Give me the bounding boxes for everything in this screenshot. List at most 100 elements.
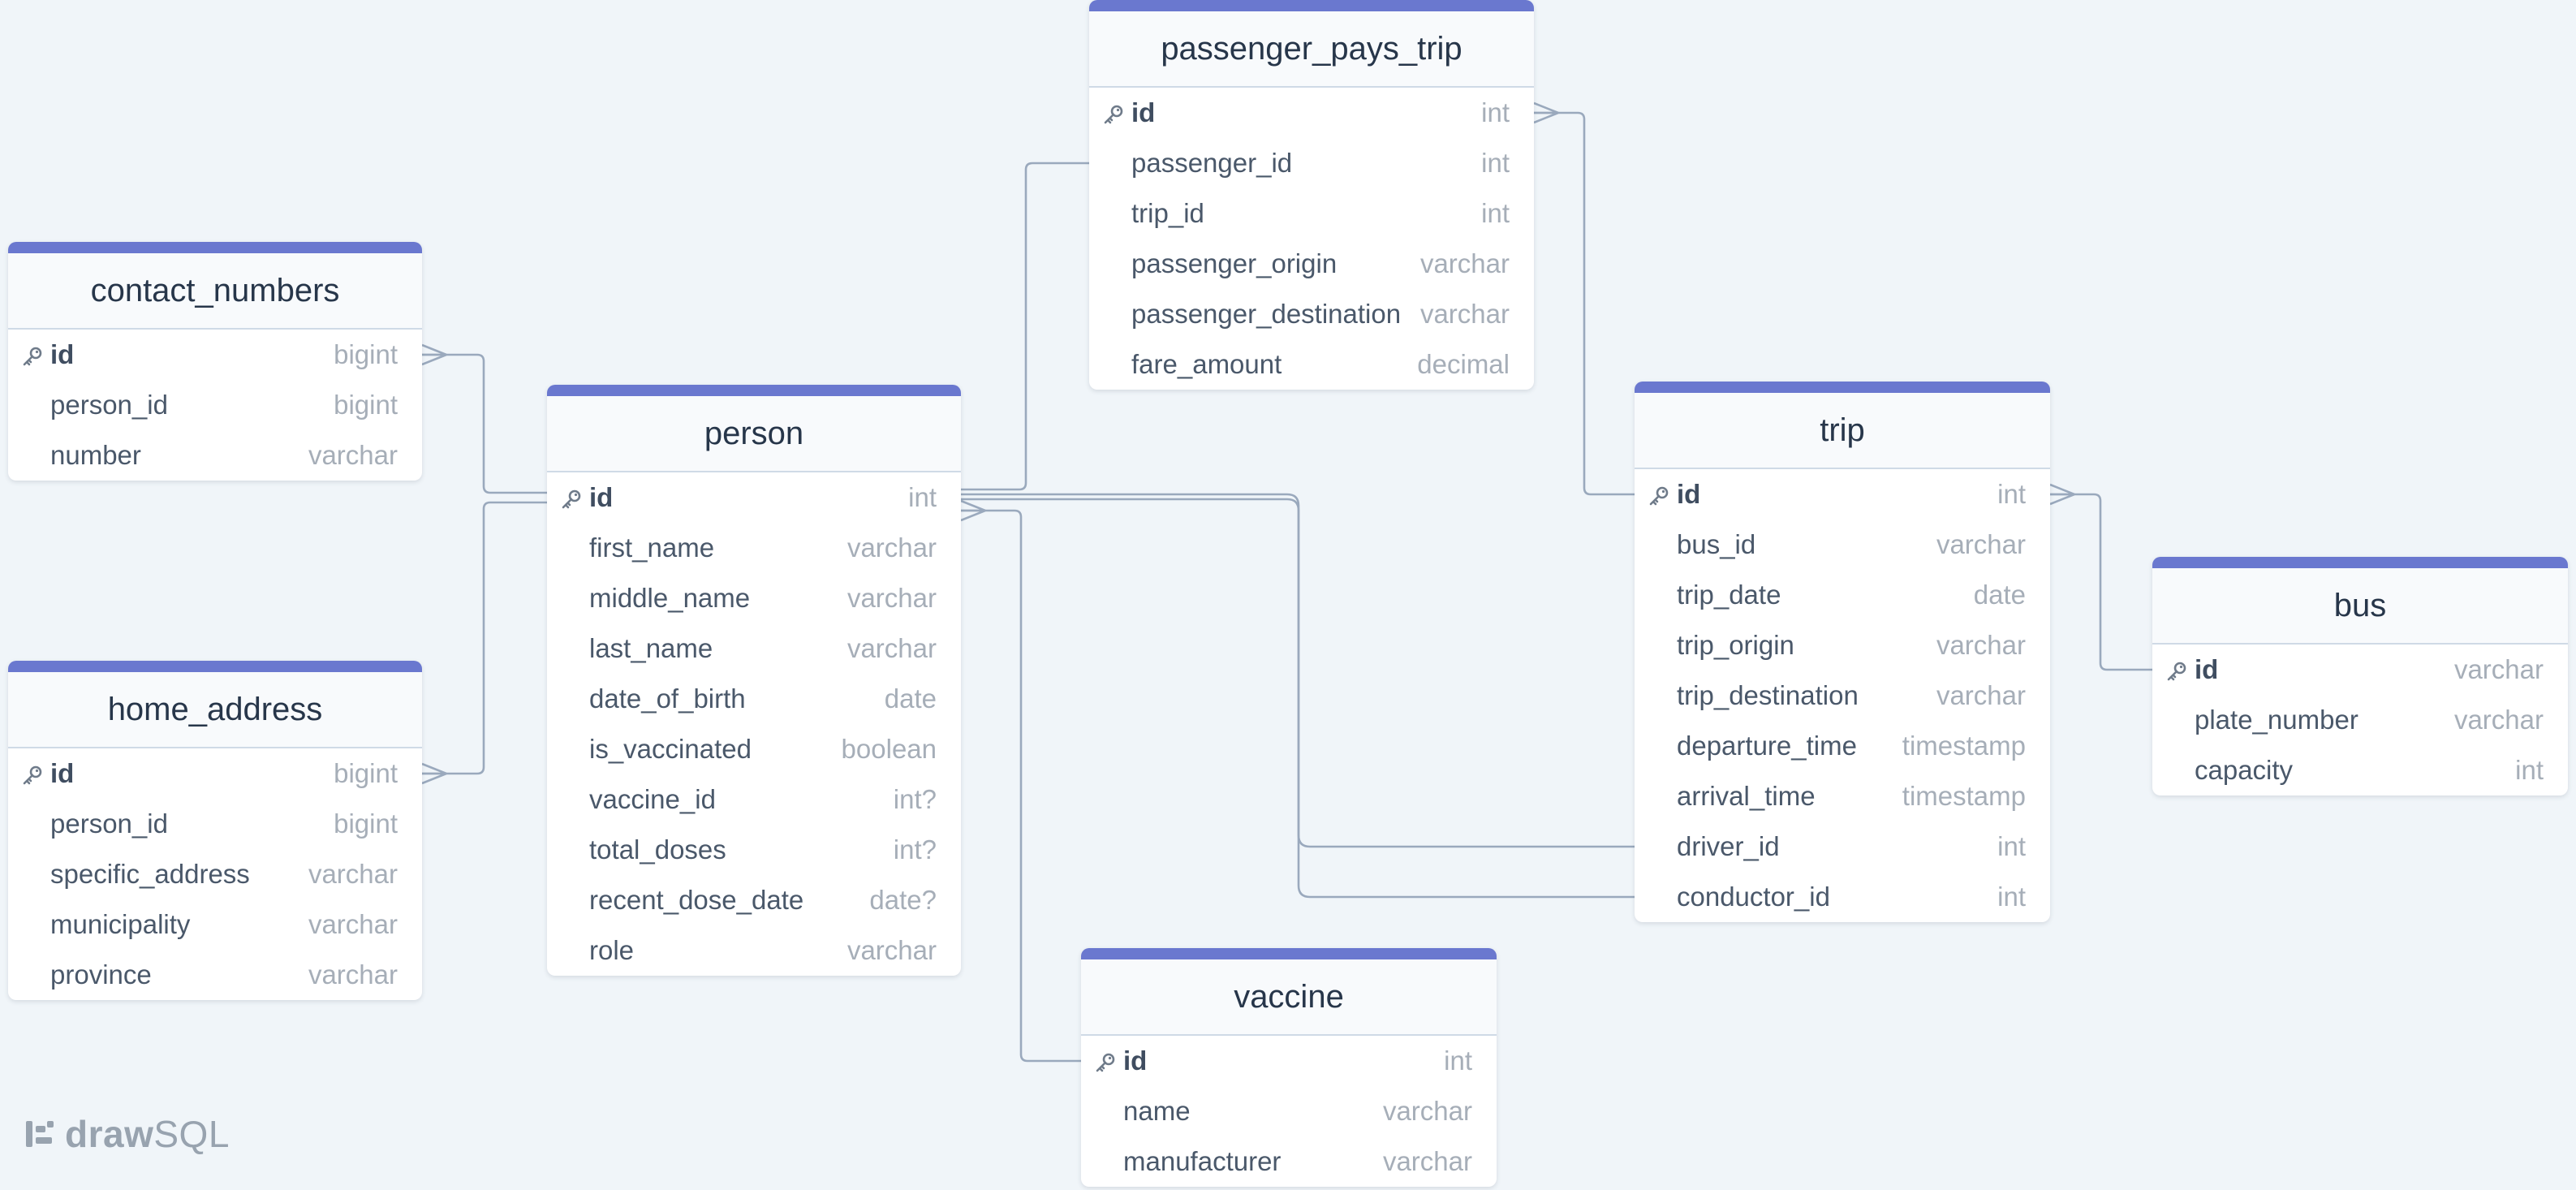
column-name: conductor_id xyxy=(1677,882,1830,912)
column-name: arrival_time xyxy=(1677,781,1816,811)
primary-key-column-row[interactable]: id bigint xyxy=(8,748,422,799)
column-name: total_doses xyxy=(589,834,726,864)
column-type: int? xyxy=(893,784,937,814)
column-type: bigint xyxy=(334,758,398,788)
table-title: person xyxy=(547,396,961,472)
column-type: varchar xyxy=(2453,654,2544,684)
column-type: int xyxy=(1481,148,1510,178)
column-type: bigint xyxy=(334,390,398,420)
column-row[interactable]: municipality varchar xyxy=(8,899,422,950)
column-name: id xyxy=(1123,1046,1148,1076)
column-name: vaccine_id xyxy=(589,784,716,814)
column-name: municipality xyxy=(50,909,191,939)
column-type: varchar xyxy=(846,633,937,663)
column-name: fare_amount xyxy=(1131,349,1282,379)
column-type: varchar xyxy=(308,909,398,939)
column-name: specific_address xyxy=(50,859,250,889)
column-row[interactable]: vaccine_id int? xyxy=(547,774,961,825)
column-type: varchar xyxy=(846,532,937,563)
table-title: bus xyxy=(2152,568,2568,645)
column-name: id xyxy=(50,339,75,369)
column-name: name xyxy=(1123,1096,1191,1126)
column-row[interactable]: first_name varchar xyxy=(547,523,961,573)
column-name: passenger_destination xyxy=(1131,299,1402,329)
column-type: date xyxy=(884,683,937,714)
column-type: boolean xyxy=(841,734,937,764)
column-type: int xyxy=(1997,882,2026,912)
column-name: id xyxy=(50,758,75,788)
connector-contact-person xyxy=(422,353,547,494)
column-type: int xyxy=(908,482,937,512)
column-row[interactable]: conductor_id int xyxy=(1635,872,2050,922)
column-type: varchar xyxy=(1382,1146,1472,1176)
column-row[interactable]: fare_amount decimal xyxy=(1089,339,1534,390)
column-type: timestamp xyxy=(1902,731,2026,761)
column-name: person_id xyxy=(50,390,168,420)
crowfoot-icon xyxy=(421,762,447,785)
table-title: vaccine xyxy=(1081,959,1497,1036)
column-name: departure_time xyxy=(1677,731,1857,761)
column-row[interactable]: date_of_birth date xyxy=(547,674,961,724)
crowfoot-icon xyxy=(960,499,986,522)
column-name: date_of_birth xyxy=(589,683,746,714)
column-name: trip_destination xyxy=(1677,680,1859,710)
column-row[interactable]: departure_time timestamp xyxy=(1635,721,2050,771)
column-type: int xyxy=(1997,831,2026,861)
crowfoot-icon xyxy=(2049,483,2075,506)
drawsql-logo-icon xyxy=(26,1121,54,1147)
column-name: first_name xyxy=(589,532,715,563)
column-type: varchar xyxy=(2453,705,2544,735)
column-type: date xyxy=(1973,580,2026,610)
column-row[interactable]: person_id bigint xyxy=(8,380,422,430)
column-type: int xyxy=(1997,479,2026,509)
column-name: province xyxy=(50,959,152,990)
column-type: decimal xyxy=(1417,349,1510,379)
connector-address-person xyxy=(422,501,547,775)
column-type: varchar xyxy=(846,935,937,965)
table-title: trip xyxy=(1635,393,2050,469)
column-type: varchar xyxy=(1936,630,2026,660)
column-name: capacity xyxy=(2195,755,2294,785)
